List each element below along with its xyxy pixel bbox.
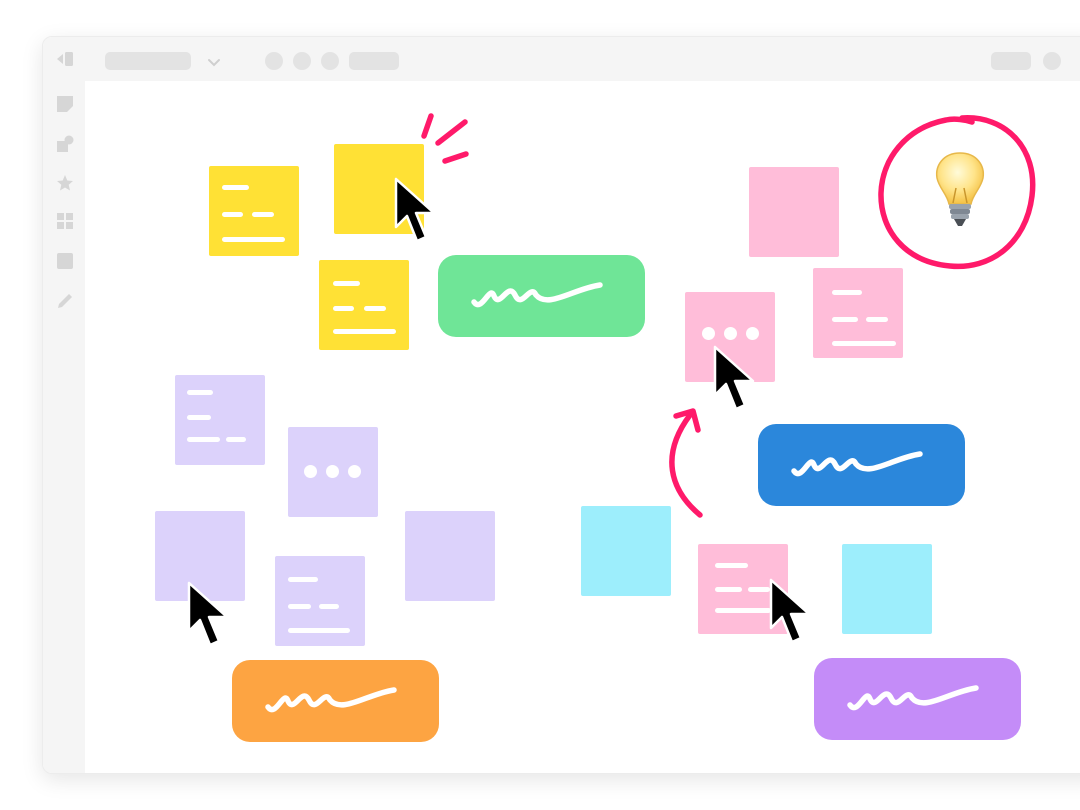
toolbar-button-placeholder[interactable] (349, 52, 399, 70)
sticky-note[interactable] (209, 166, 299, 256)
shapes-icon[interactable] (56, 135, 74, 153)
templates-icon[interactable] (56, 212, 74, 230)
sticky-note[interactable] (175, 375, 265, 465)
sticky-note[interactable] (581, 506, 671, 596)
cursor-icon (394, 177, 436, 243)
sticky-note[interactable] (155, 511, 245, 601)
sticky-note[interactable] (749, 167, 839, 257)
purple-shape[interactable] (814, 658, 1021, 740)
sticky-note[interactable] (319, 260, 409, 350)
collaborator-avatar[interactable] (293, 52, 311, 70)
cursor-icon (187, 581, 229, 647)
collaborator-avatar[interactable] (265, 52, 283, 70)
chevron-down-icon[interactable] (207, 55, 221, 67)
lightbulb-circle (878, 115, 1036, 270)
green-shape[interactable] (438, 255, 645, 337)
emphasis-marks (421, 113, 469, 164)
sticky-note[interactable] (813, 268, 903, 358)
star-icon[interactable] (56, 174, 74, 192)
curved-arrow (669, 412, 703, 518)
sticky-note[interactable] (405, 511, 495, 601)
cursor-icon (769, 578, 811, 644)
sticky-note-icon[interactable] (56, 95, 74, 113)
sidebar-toggle-icon[interactable] (56, 51, 74, 67)
pen-icon[interactable] (56, 292, 74, 310)
left-tool-sidebar (43, 81, 85, 773)
sticky-note[interactable] (288, 427, 378, 517)
frame-icon[interactable] (56, 252, 74, 270)
curved-arrow-head (673, 408, 701, 433)
collaborator-avatar[interactable] (321, 52, 339, 70)
sticky-note[interactable] (275, 556, 365, 646)
cursor-icon (713, 345, 755, 411)
user-avatar[interactable] (1043, 52, 1061, 70)
orange-shape[interactable] (232, 660, 439, 742)
sticky-note[interactable] (842, 544, 932, 634)
file-name-placeholder[interactable] (105, 52, 191, 70)
lightbulb-icon (925, 150, 995, 235)
share-button-placeholder[interactable] (991, 52, 1031, 70)
sticky-note[interactable] (685, 292, 775, 382)
top-toolbar (43, 37, 1080, 81)
blue-shape[interactable] (758, 424, 965, 506)
